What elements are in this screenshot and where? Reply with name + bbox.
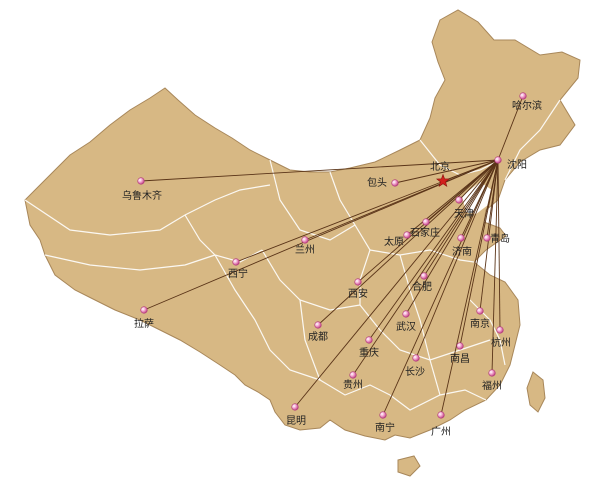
route-line-kunming [294, 159, 499, 408]
city-label-hefei: 合肥 [412, 280, 432, 293]
city-label-nanjing: 南京 [470, 317, 490, 330]
route-line-chengdu [317, 159, 499, 326]
city-label-baotou: 包头 [367, 176, 387, 189]
capital-marker [435, 173, 451, 187]
city-pin-harbin[interactable] [519, 92, 527, 100]
city-pin-nanchang[interactable] [456, 342, 464, 350]
city-label-changsha: 长沙 [405, 366, 425, 378]
border-line [44, 254, 216, 271]
city-pin-shijiazhuang[interactable] [422, 218, 430, 226]
city-pin-chengdu[interactable] [314, 321, 322, 329]
city-pin-shenyang[interactable] [494, 156, 502, 164]
border-line [504, 99, 561, 181]
city-label-chongqing: 重庆 [359, 346, 379, 359]
route-line-wuhan [405, 159, 499, 315]
city-markers [137, 92, 527, 419]
border-line [24, 184, 271, 236]
border-line [299, 299, 391, 396]
route-line-urumqi [140, 159, 499, 182]
city-pin-xining[interactable] [232, 258, 240, 266]
border-line [269, 159, 356, 241]
city-pin-lhasa[interactable] [140, 306, 148, 314]
city-pin-qingdao[interactable] [483, 234, 491, 242]
route-line-nanchang [459, 159, 499, 347]
city-label-hangzhou: 杭州 [491, 336, 511, 349]
route-line-chongqing [368, 159, 499, 341]
city-pin-hefei[interactable] [420, 272, 428, 280]
city-pin-tianjin[interactable] [455, 196, 463, 204]
city-label-guangzhou: 广州 [431, 426, 451, 438]
city-label-jinan: 济南 [452, 245, 472, 258]
city-label-xining: 西宁 [228, 267, 248, 280]
route-line-fuzhou [491, 159, 499, 374]
city-pin-xian[interactable] [354, 278, 362, 286]
city-label-shijiazhuang: 石家庄 [410, 226, 440, 239]
city-label-beijing: 北京 [430, 160, 450, 173]
route-line-xining [235, 159, 499, 263]
route-line-nanning [382, 159, 499, 416]
city-pin-jinan[interactable] [457, 234, 465, 242]
city-pin-wuhan[interactable] [402, 310, 410, 318]
city-label-urumqi: 乌鲁木齐 [122, 189, 162, 202]
city-label-taiyuan: 太原 [384, 235, 404, 248]
border-line [214, 254, 321, 381]
city-pin-chongqing[interactable] [365, 336, 373, 344]
city-pin-lanzhou[interactable] [301, 236, 309, 244]
route-line-hangzhou [497, 159, 501, 331]
border-line [399, 254, 441, 396]
flight-routes [140, 95, 524, 416]
city-label-nanchang: 南昌 [450, 352, 470, 365]
city-pin-kunming[interactable] [291, 403, 299, 411]
route-line-changsha [415, 159, 499, 359]
border-line [389, 389, 487, 411]
city-pin-changsha[interactable] [412, 354, 420, 362]
city-label-fuzhou: 福州 [482, 379, 502, 392]
route-line-taiyuan [406, 159, 499, 236]
city-label-lanzhou: 兰州 [295, 243, 315, 256]
hainan-island [397, 455, 421, 477]
city-label-tianjin: 天津 [454, 208, 474, 220]
city-pin-hangzhou[interactable] [496, 326, 504, 334]
route-line-tianjin [458, 159, 499, 201]
mainland-outline [24, 9, 581, 441]
city-label-guiyang: 贵州 [343, 378, 363, 391]
route-line-guangzhou [440, 159, 499, 416]
city-pin-guiyang[interactable] [349, 371, 357, 379]
city-label-wuhan: 武汉 [396, 320, 416, 333]
route-line-guiyang [352, 159, 499, 376]
city-pin-nanning[interactable] [379, 411, 387, 419]
city-pin-nanjing[interactable] [476, 307, 484, 315]
city-label-lhasa: 拉萨 [134, 317, 154, 330]
city-label-harbin: 哈尔滨 [512, 99, 542, 112]
route-line-lhasa [143, 159, 499, 311]
city-pin-baotou[interactable] [391, 179, 399, 187]
city-pin-taiyuan[interactable] [403, 231, 411, 239]
taiwan-island [526, 371, 546, 413]
route-line-baotou [394, 159, 499, 184]
city-label-shenyang: 沈阳 [507, 158, 527, 171]
city-label-xian: 西安 [348, 287, 368, 300]
china-landmass [24, 9, 581, 477]
border-line [369, 249, 475, 263]
city-pin-fuzhou[interactable] [488, 369, 496, 377]
city-label-kunming: 昆明 [286, 415, 306, 427]
route-line-hefei [423, 159, 499, 277]
city-pin-guangzhou[interactable] [437, 411, 445, 419]
province-borders [24, 99, 561, 411]
city-label-nanning: 南宁 [375, 421, 395, 434]
city-label-qingdao: 青岛 [490, 232, 510, 245]
city-label-chengdu: 成都 [308, 331, 328, 343]
route-line-harbin [497, 95, 524, 161]
red-star-icon [435, 173, 451, 187]
city-pin-urumqi[interactable] [137, 177, 145, 185]
